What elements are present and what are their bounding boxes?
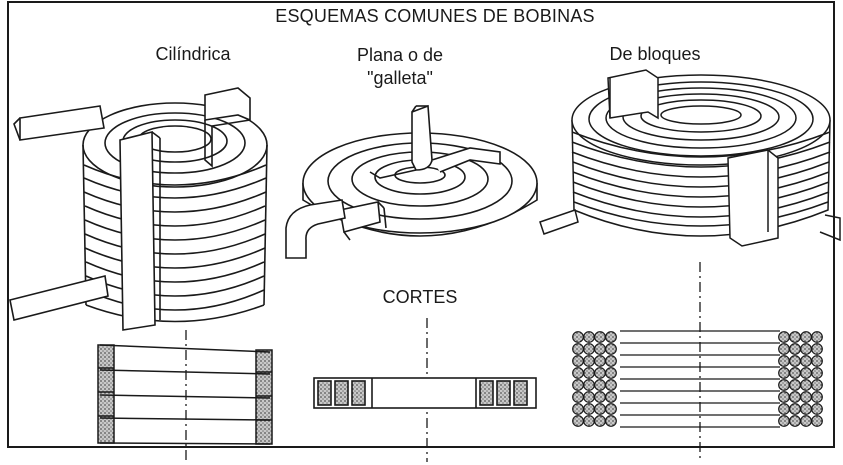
wire-turn	[800, 331, 812, 343]
wire-turn	[789, 391, 801, 403]
wire-turn	[594, 355, 606, 367]
wire-turn	[811, 391, 823, 403]
wire-turn	[789, 343, 801, 355]
wire-turn	[800, 415, 812, 427]
wire-turn	[583, 331, 595, 343]
wire-turn	[583, 367, 595, 379]
cylindrical-coil-drawing	[9, 87, 268, 331]
wire-turn	[778, 355, 790, 367]
wire-turn	[594, 367, 606, 379]
wire-turn	[800, 367, 812, 379]
wire-turn	[800, 355, 812, 367]
wire-turn	[800, 343, 812, 355]
wire-turn	[789, 331, 801, 343]
diagram-border	[7, 1, 835, 448]
block-coil-drawing	[539, 69, 841, 247]
wire-turn	[583, 391, 595, 403]
wire-turn	[789, 415, 801, 427]
wire-turn	[594, 391, 606, 403]
wire-turn	[789, 403, 801, 415]
wire-turn	[583, 343, 595, 355]
label-cylindrical: Cilíndrica	[155, 44, 231, 64]
wire-turn	[811, 367, 823, 379]
cylindrical-cross-section	[97, 344, 273, 445]
wire-turn	[778, 379, 790, 391]
label-pancake-line1: Plana o de	[356, 45, 444, 65]
wire-turn	[572, 415, 584, 427]
wire-turn	[594, 331, 606, 343]
wire-turn	[572, 355, 584, 367]
wire-turn	[778, 403, 790, 415]
wire-turn	[583, 355, 595, 367]
wire-turn	[594, 415, 606, 427]
wire-turn	[572, 379, 584, 391]
wire-turn	[583, 379, 595, 391]
wire-turn	[572, 367, 584, 379]
wire-turn	[789, 355, 801, 367]
wire-turn	[811, 379, 823, 391]
wire-turn	[583, 415, 595, 427]
wire-turn	[572, 403, 584, 415]
wire-turn	[789, 367, 801, 379]
wire-turn	[605, 391, 617, 403]
wire-turn	[605, 415, 617, 427]
wire-turn	[605, 403, 617, 415]
wire-turn	[778, 391, 790, 403]
wire-turn	[800, 379, 812, 391]
wire-turn	[605, 343, 617, 355]
wire-turn	[778, 343, 790, 355]
wire-turn	[789, 379, 801, 391]
label-block: De bloques	[609, 44, 701, 64]
wire-turn	[778, 367, 790, 379]
wire-turn	[572, 391, 584, 403]
wire-turn	[811, 403, 823, 415]
wire-turn	[605, 355, 617, 367]
wire-turn	[811, 415, 823, 427]
wire-turn	[811, 331, 823, 343]
diagram-title: ESQUEMAS COMUNES DE BOBINAS	[275, 6, 595, 26]
label-sections: CORTES	[382, 287, 458, 307]
block-cross-section	[572, 330, 823, 428]
wire-turn	[572, 343, 584, 355]
wire-turn	[605, 367, 617, 379]
wire-turn	[594, 379, 606, 391]
label-pancake-line2: "galleta"	[367, 68, 433, 88]
wire-turn	[778, 415, 790, 427]
wire-turn	[583, 403, 595, 415]
wire-turn	[800, 391, 812, 403]
pancake-coil-drawing	[285, 104, 538, 259]
wire-turn	[605, 379, 617, 391]
wire-turn	[811, 355, 823, 367]
wire-turn	[594, 343, 606, 355]
wire-turn	[811, 343, 823, 355]
wire-turn	[800, 403, 812, 415]
pancake-cross-section	[313, 377, 537, 409]
wire-turn	[572, 331, 584, 343]
wire-turn	[594, 403, 606, 415]
wire-turn	[778, 331, 790, 343]
wire-turn	[605, 331, 617, 343]
